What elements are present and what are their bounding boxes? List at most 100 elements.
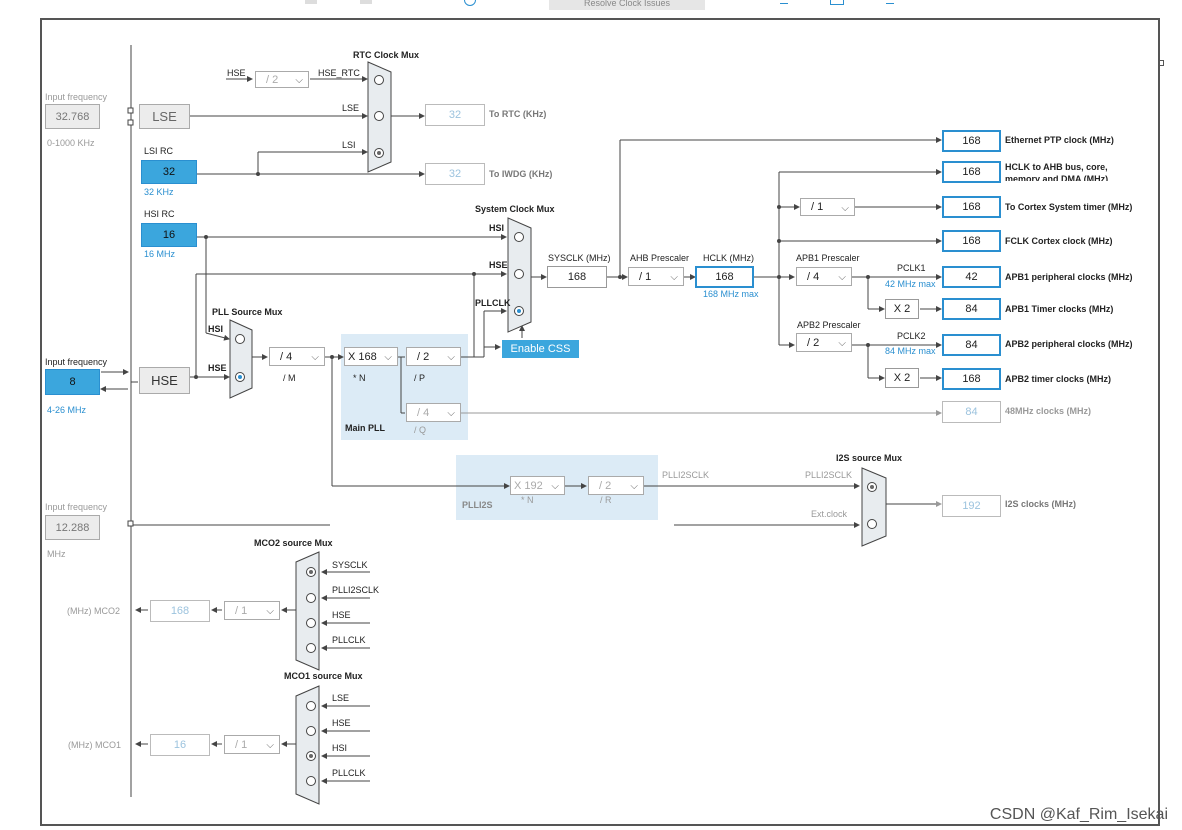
lsi-unit: 32 KHz [144, 187, 174, 197]
sysmux-pllclk-label: PLLCLK [475, 298, 511, 308]
apb1-peripheral-value[interactable]: 42 [942, 266, 1001, 288]
sysmux-hse-label: HSE [489, 260, 508, 270]
cortex-timer-label: To Cortex System timer (MHz) [1005, 202, 1133, 212]
mco2-pllclk-radio[interactable] [306, 643, 316, 653]
plli2s-r-select[interactable]: / 2⌵ [588, 476, 644, 495]
mco1-divider-select[interactable]: / 1⌵ [224, 735, 280, 754]
i2s-ext-unit: MHz [47, 549, 66, 559]
rtc-lse-radio[interactable] [374, 111, 384, 121]
watermark: CSDN @Kaf_Rim_Isekai [989, 806, 1168, 823]
hclk-max-label: 168 MHz max [703, 289, 759, 299]
mco1-hsi-radio[interactable] [306, 751, 316, 761]
lse-frequency-input[interactable]: 32.768 [45, 104, 100, 129]
sysclk-value: 168 [547, 266, 607, 288]
rtc-lsi-label: LSI [342, 140, 356, 150]
iwdg-output-label: To IWDG (KHz) [489, 169, 553, 179]
ahb-prescaler-select[interactable]: / 1⌵ [628, 267, 684, 286]
fit-icon[interactable] [830, 0, 844, 5]
fclk-label: FCLK Cortex clock (MHz) [1005, 236, 1113, 246]
mco1-hsi-label: HSI [332, 743, 348, 753]
zoom-in-icon[interactable] [780, 0, 788, 4]
lse-input-heading: Input frequency [45, 92, 108, 102]
i2s-ext-heading: Input frequency [45, 502, 108, 512]
apb1-timer-value[interactable]: 84 [942, 298, 1001, 320]
pll-q-label: / Q [414, 425, 427, 435]
mco2-sysclk-radio[interactable] [306, 567, 316, 577]
pll-n-select[interactable]: X 168⌵ [344, 347, 398, 366]
cortex-timer-value[interactable]: 168 [942, 196, 1001, 218]
apb1-max-label: 42 MHz max [885, 279, 936, 289]
i2s-plli2sclk-radio[interactable] [867, 482, 877, 492]
mco2-plli2sclk-radio[interactable] [306, 593, 316, 603]
mco2-plli2sclk-label: PLLI2SCLK [332, 585, 380, 595]
chevron-down-icon: ⌵ [384, 352, 392, 363]
mco1-lse-radio[interactable] [306, 701, 316, 711]
i2s-value: 192 [942, 495, 1001, 517]
pll-src-hse-radio[interactable] [235, 372, 245, 382]
mco1-pllclk-radio[interactable] [306, 776, 316, 786]
hse-frequency-input[interactable]: 8 [45, 369, 100, 395]
rtc-value: 32 [425, 104, 485, 126]
fclk-value[interactable]: 168 [942, 230, 1001, 252]
mco1-hse-label: HSE [332, 718, 351, 728]
pll-n-label: * N [353, 373, 366, 383]
rtc-lsi-radio[interactable] [374, 148, 384, 158]
chevron-down-icon: ⌵ [266, 606, 274, 617]
hsi-value: 16 [141, 223, 197, 247]
hse-rtc-divider-select[interactable]: / 2⌵ [255, 71, 309, 88]
apb2-timer-value[interactable]: 168 [942, 368, 1001, 390]
enable-css-button[interactable]: Enable CSS [502, 340, 579, 358]
toolbar-icon[interactable] [305, 0, 317, 4]
pll-p-select[interactable]: / 2⌵ [406, 347, 461, 366]
i2s-output-label: I2S clocks (MHz) [1005, 499, 1077, 509]
mco2-divider-select[interactable]: / 1⌵ [224, 601, 280, 620]
scroll-marker[interactable] [1158, 60, 1164, 66]
pll-source-mux-title: PLL Source Mux [212, 307, 283, 317]
resolve-clock-issues-button[interactable]: Resolve Clock Issues [549, 0, 705, 10]
mco1-lse-label: LSE [332, 693, 350, 703]
apb2-timer-label: APB2 timer clocks (MHz) [1005, 374, 1112, 384]
sysmux-hsi-radio[interactable] [514, 232, 524, 242]
apb1-prescaler-select[interactable]: / 4⌵ [796, 267, 852, 286]
rtc-hse-radio[interactable] [374, 75, 384, 85]
plli2s-out-label: PLLI2SCLK [662, 470, 710, 480]
pll-m-select[interactable]: / 4⌵ [269, 347, 325, 366]
ethernet-ptp-value[interactable]: 168 [942, 130, 1001, 152]
pll-src-hse-label: HSE [208, 363, 227, 373]
chevron-down-icon: ⌵ [551, 481, 559, 492]
hse-rtc-label: HSE_RTC [318, 68, 360, 78]
mco2-mux-shape [295, 551, 320, 671]
i2s-ext-radio[interactable] [867, 519, 877, 529]
iwdg-value: 32 [425, 163, 485, 185]
hclk-input[interactable]: 168 [695, 266, 754, 288]
lsi-value: 32 [141, 160, 197, 184]
cortex-timer-divider-select[interactable]: / 1⌵ [800, 198, 855, 216]
toolbar-icon[interactable] [360, 0, 372, 4]
rtc-mux-title: RTC Clock Mux [353, 50, 420, 60]
mco2-hse-radio[interactable] [306, 618, 316, 628]
mco1-hse-radio[interactable] [306, 726, 316, 736]
plli2s-r-label: / R [600, 495, 612, 505]
zoom-out-icon[interactable] [886, 0, 894, 4]
mco2-label: (MHz) MCO2 [67, 606, 120, 616]
apb2-peripheral-value[interactable]: 84 [942, 334, 1001, 356]
mco1-value: 16 [150, 734, 210, 756]
pll-p-label: / P [414, 373, 426, 383]
chevron-down-icon: ⌵ [630, 481, 638, 492]
plli2s-title: PLLI2S [462, 500, 493, 510]
i2s-ext-frequency-input[interactable]: 12.288 [45, 515, 100, 540]
plli2s-n-select[interactable]: X 192⌵ [510, 476, 565, 495]
sysclk-label: SYSCLK (MHz) [548, 253, 611, 263]
sysmux-hse-radio[interactable] [514, 269, 524, 279]
pll-src-hsi-radio[interactable] [235, 334, 245, 344]
mco2-mux-title: MCO2 source Mux [254, 538, 333, 548]
chevron-down-icon: ⌵ [447, 408, 455, 419]
sysmux-pllclk-radio[interactable] [514, 306, 524, 316]
pclk2-label: PCLK2 [897, 331, 926, 341]
hclk-ahb-value[interactable]: 168 [942, 161, 1001, 183]
i2s-ext-label: Ext.clock [811, 509, 848, 519]
apb2-prescaler-select[interactable]: / 2⌵ [796, 333, 852, 352]
chevron-down-icon: ⌵ [841, 203, 849, 214]
pll-q-select[interactable]: / 4⌵ [406, 403, 461, 422]
